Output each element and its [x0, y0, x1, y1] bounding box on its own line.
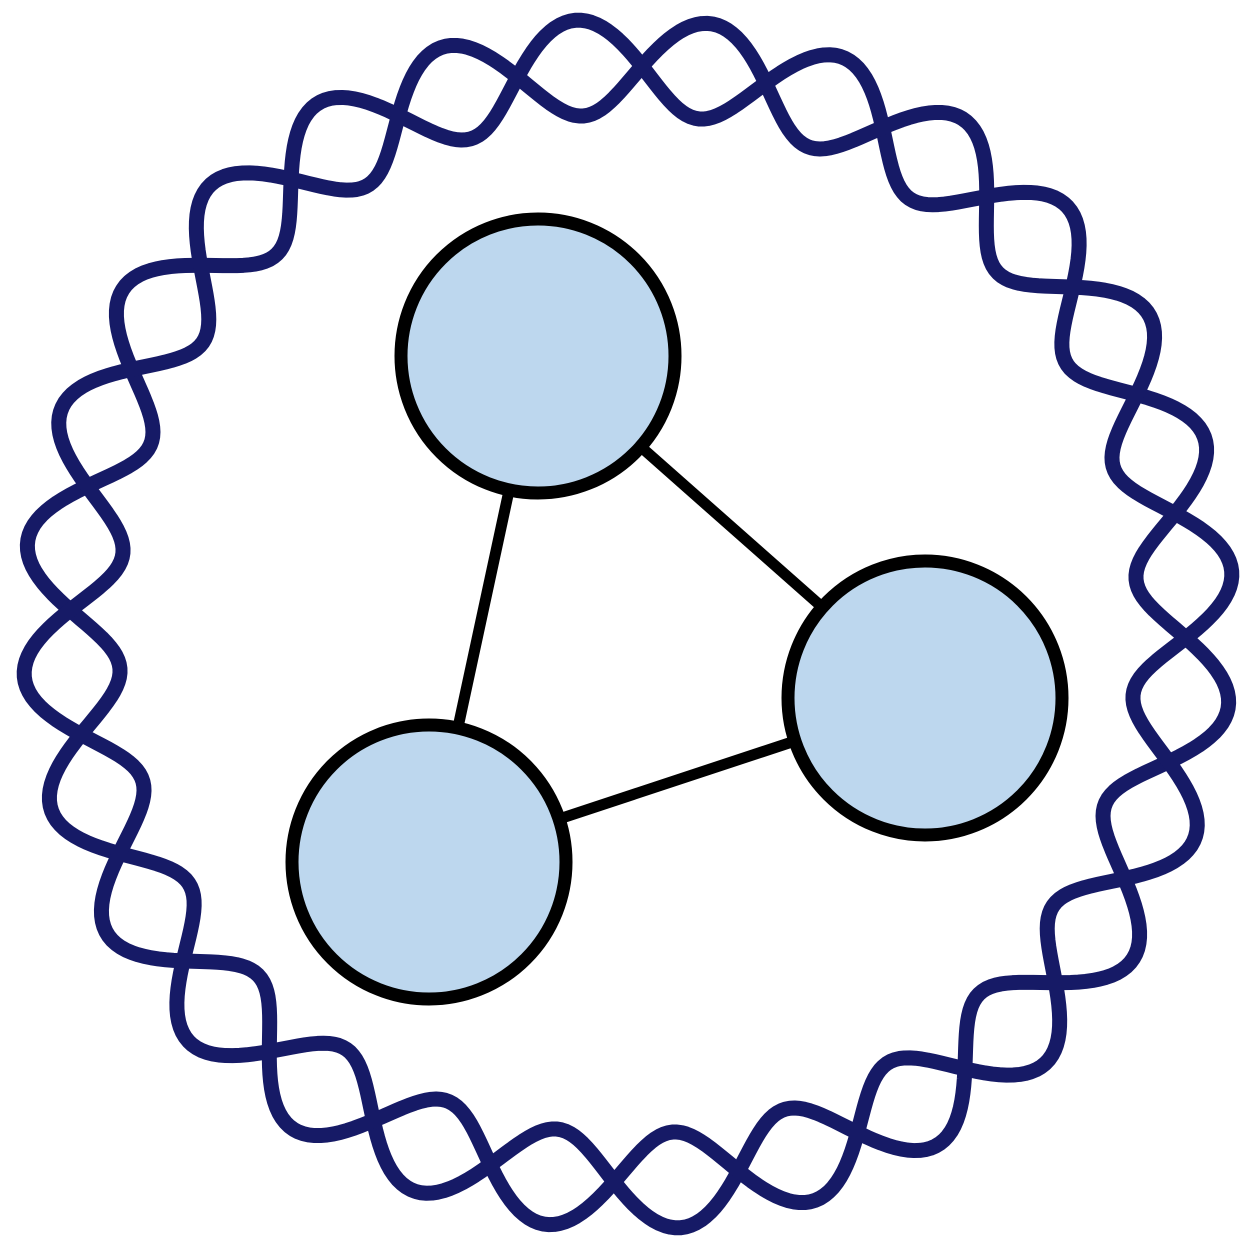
network-nodes: [285, 212, 1069, 1006]
helix-strand-1: [19, 12, 1237, 1236]
node-top: [394, 212, 682, 500]
node-right: [781, 554, 1069, 842]
node-bottom-left: [285, 718, 573, 1006]
helix-strand-2: [16, 15, 1240, 1233]
helix-ring: [16, 12, 1240, 1236]
